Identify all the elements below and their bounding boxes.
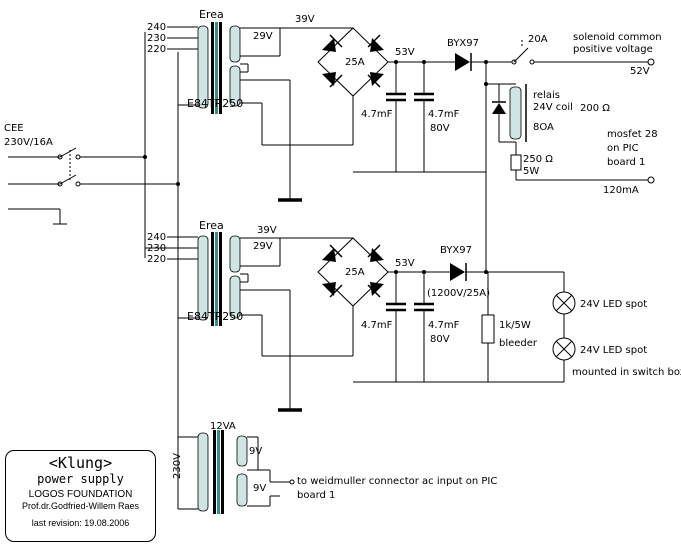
led-spots-note: mounted in switch box (572, 367, 681, 378)
bridge-rectifier-top (317, 27, 389, 97)
title-name: <Klung> (48, 454, 113, 472)
diode-top-label: BYX97 (447, 38, 479, 49)
solenoid-label-1: solenoid common (573, 32, 662, 43)
transformer-bottom-29v: 29V (253, 241, 273, 252)
rectifier-top-current: 25A (345, 57, 365, 68)
rectifier-top-voltage: 53V (395, 47, 415, 58)
transformer-bottom-brand: Erea (199, 219, 224, 232)
solenoid-voltage: 52V (630, 66, 650, 77)
diode-bottom-rating: (1200V/25A) (427, 288, 490, 299)
led-spot-2 (552, 337, 576, 361)
rectifier-bottom-current: 25A (345, 267, 365, 278)
cap-top-voltage: 80V (430, 123, 450, 134)
relay-line2: 24V coil (533, 102, 573, 113)
relay-coil (509, 84, 527, 142)
transformer-small-9v-b: 9V (253, 483, 266, 494)
mains-connector-label: CEE (4, 123, 24, 134)
tap-220-top: 220 (147, 44, 166, 55)
led-spot-2-label: 24V LED spot (580, 345, 647, 356)
tap-230-top: 230 (147, 33, 166, 44)
bleeder-label: bleeder (499, 338, 538, 349)
transformer-bottom (197, 232, 241, 326)
transformer-top-39v: 39V (295, 14, 315, 25)
relay-line1: relais (533, 90, 560, 101)
switch-output-rating: 20A (528, 34, 548, 45)
diode-bottom (450, 263, 467, 281)
capacitors-bottom (386, 272, 434, 382)
cap-top-c2: 4.7mF (428, 109, 460, 120)
cap-top-c1: 4.7mF (361, 109, 393, 120)
title-author: Prof.dr.Godfried-Willem Raes (21, 501, 140, 511)
tap-220-bottom: 220 (147, 254, 166, 265)
relay-resistance: 200 Ω (580, 103, 610, 114)
mosfet-line1: mosfet 28 (607, 129, 658, 140)
transformer-small-rating: 12VA (210, 421, 236, 432)
relay-diode (492, 84, 506, 142)
title-block: <Klung> power supply LOGOS FOUNDATION Pr… (5, 450, 156, 542)
transformer-bottom-39v: 39V (257, 225, 277, 236)
transformer-small-9v-a: 9V (249, 446, 262, 457)
relay-resistor-value: 250 Ω (523, 154, 553, 165)
title-revision: last revision: 19.08.2006 (31, 518, 130, 528)
mains-switch (8, 147, 178, 187)
bleeder-resistor (481, 314, 495, 344)
relay-resistor (510, 154, 522, 171)
diode-bottom-label: BYX97 (440, 245, 472, 256)
relay-resistor-power: 5W (523, 166, 539, 177)
cap-bottom-c2: 4.7mF (428, 320, 460, 331)
tap-240-top: 240 (147, 22, 166, 33)
transformer-top (197, 22, 241, 114)
bleeder-value: 1k/5W (499, 320, 531, 331)
earth-symbol (8, 208, 67, 225)
transformer-top-model: E84TR250 (187, 97, 243, 110)
weidmuller-line2: board 1 (297, 490, 335, 501)
mosfet-line2: on PIC (607, 143, 639, 154)
mains-rating-label: 230V/16A (4, 137, 53, 148)
tap-240-bottom: 240 (147, 232, 166, 243)
title-subtitle: power supply (37, 472, 124, 486)
relay-line3: 8OA (533, 122, 554, 133)
diode-top (455, 53, 472, 71)
transformer-top-brand: Erea (199, 8, 224, 21)
cap-bottom-c1: 4.7mF (361, 320, 393, 331)
solenoid-label-2: positive voltage (573, 44, 653, 55)
led-spot-1-label: 24V LED spot (580, 299, 647, 310)
transformer-bottom-model: E84TR250 (187, 310, 243, 323)
capacitors-top (386, 62, 434, 172)
transformer-small (197, 430, 248, 514)
transformer-top-29v: 29V (253, 31, 273, 42)
title-organization: LOGOS FOUNDATION (28, 489, 133, 500)
transformer-small-primary: 230V (172, 453, 183, 479)
led-spot-1 (552, 291, 576, 315)
weidmuller-line1: to weidmuller connector ac input on PIC (297, 476, 497, 487)
bridge-rectifier-bottom (317, 237, 389, 307)
mosfet-line3: board 1 (607, 157, 645, 168)
mosfet-current: 120mA (603, 185, 639, 196)
rectifier-bottom-voltage: 53V (395, 258, 415, 269)
cap-bottom-voltage: 80V (430, 334, 450, 345)
